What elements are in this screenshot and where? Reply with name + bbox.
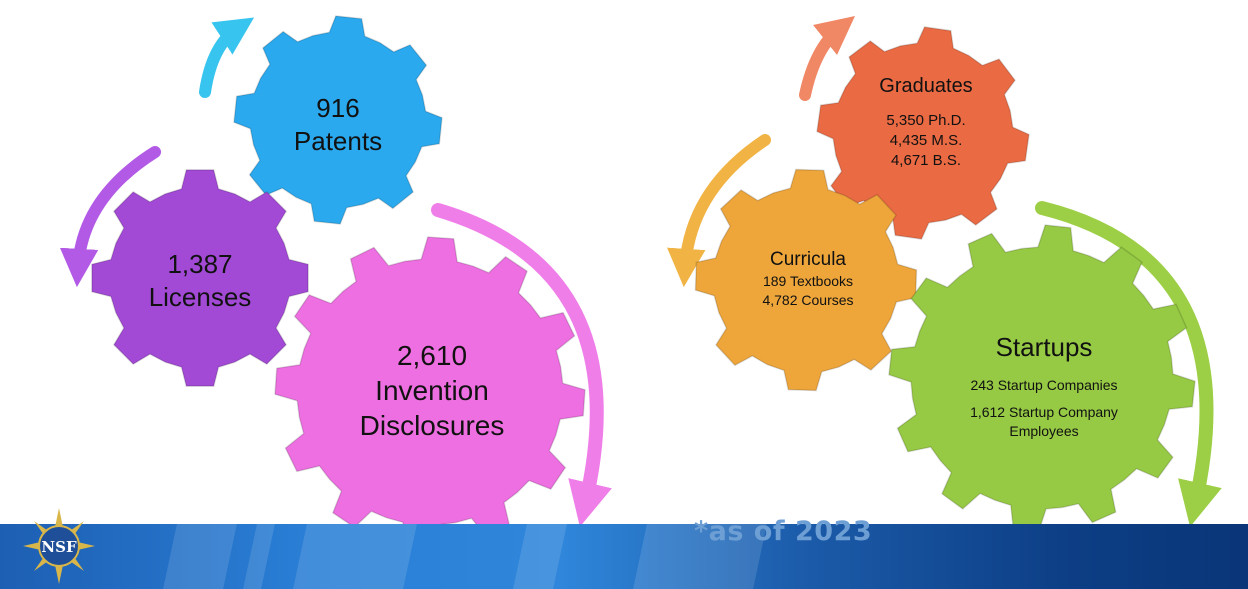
startups-companies: 243 Startup Companies [970,377,1117,393]
graduates-bs: 4,671 B.S. [891,152,961,169]
footer-bar [0,524,1248,589]
arrow-pink [431,203,612,527]
licenses-count: 1,387 [167,249,232,279]
gear-curricula [694,168,918,392]
nsf-logo-text: NSF [41,538,77,556]
curricula-title: Curricula [770,249,846,270]
graduates-title: Graduates [879,75,972,97]
licenses-label: Licenses [149,282,252,312]
patents-label: Patents [294,126,382,156]
curricula-courses: 4,782 Courses [762,292,853,308]
arrow-amber [667,134,771,288]
nsf-logo: NSF [23,508,95,584]
patents-count: 916 [316,93,359,123]
startups-employees-2: Employees [1009,423,1078,439]
gear-startups [888,224,1196,532]
graduates-ms: 4,435 M.S. [890,132,963,149]
disclosures-label-1: Invention [375,375,489,406]
disclosures-label-2: Disclosures [360,410,505,441]
gear-graduates [816,26,1030,240]
curricula-textbooks: 189 Textbooks [763,273,853,289]
gear-disclosures [274,236,586,548]
graduates-phd: 5,350 Ph.D. [886,112,965,129]
footnote: *as of 2023 [694,516,873,547]
arrow-purple [59,146,161,288]
gear-licenses [91,169,309,387]
arrow-cyan [199,17,255,98]
arrow-coral [799,15,855,101]
arrow-green [1035,201,1222,527]
disclosures-count: 2,610 [397,340,467,371]
startups-title: Startups [996,332,1093,362]
gear-patents [233,15,443,225]
startups-employees-1: 1,612 Startup Company [970,404,1118,420]
